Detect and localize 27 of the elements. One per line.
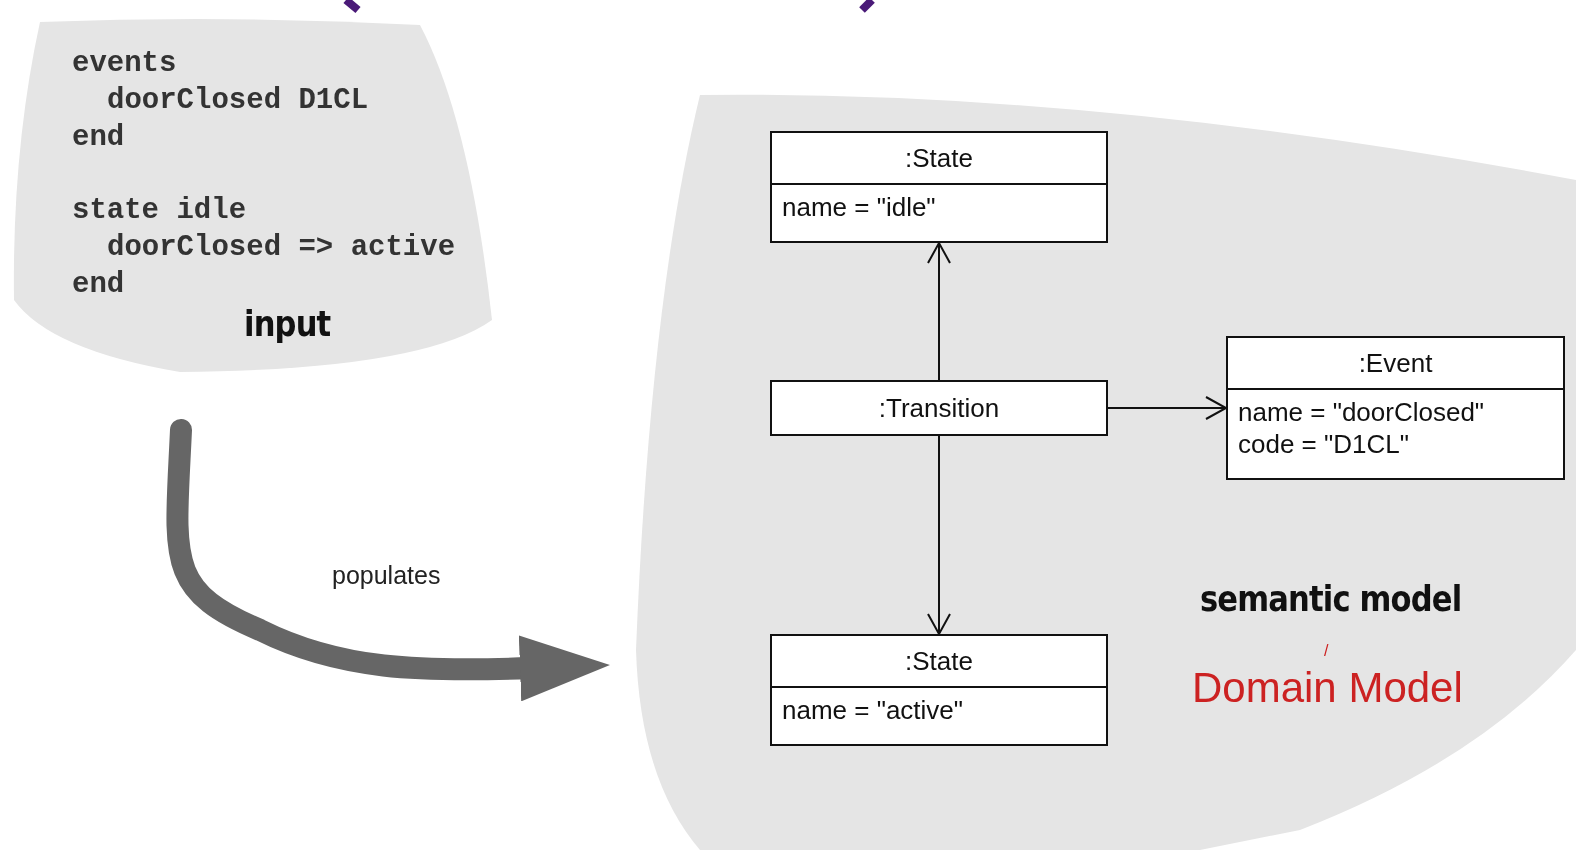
arrow: [927, 242, 951, 381]
arrow: [166, 419, 610, 702]
arrow: [927, 435, 951, 635]
code-line: doorClosed D1CL: [107, 84, 369, 118]
object-box: [770, 380, 1108, 436]
attribute-text: name = "idle": [782, 191, 937, 223]
handwritten-label: semantic model: [1200, 578, 1462, 619]
object-box: [770, 634, 1108, 746]
handwritten-label: input: [244, 303, 331, 344]
object-box: [1226, 336, 1565, 480]
code-line: end: [72, 268, 125, 302]
attribute-text: name = "active": [782, 694, 965, 726]
note-text: Domain Model: [1192, 664, 1463, 712]
object-name: :Transition: [878, 392, 1000, 424]
code-line: events: [72, 47, 177, 81]
code-line: end: [72, 121, 125, 155]
note-text: /: [1324, 642, 1329, 660]
object-name: :Event: [1358, 347, 1433, 379]
cloud-shape: [13, 19, 492, 372]
code-line: doorClosed => active: [107, 231, 456, 265]
object-name: :State: [905, 142, 973, 174]
attribute-text: code = "D1CL": [1238, 428, 1410, 460]
object-name: :State: [905, 645, 973, 677]
object-box: [770, 131, 1108, 243]
arrow: [1107, 396, 1227, 420]
attribute-text: name = "doorClosed": [1238, 396, 1486, 428]
code-line: state idle: [72, 194, 247, 228]
